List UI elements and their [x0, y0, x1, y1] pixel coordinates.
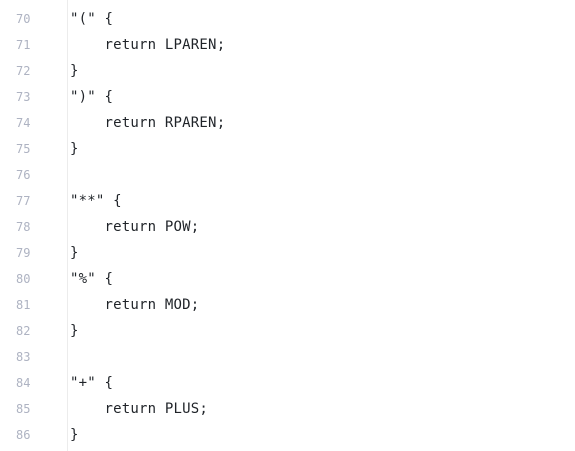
code-text-area[interactable]: "(" { return LPAREN; } ")" { return RPAR… — [70, 6, 575, 451]
line-number: 78 — [16, 220, 31, 234]
gutter-divider — [67, 0, 68, 451]
line-number: 82 — [16, 324, 31, 338]
line-number: 73 — [16, 90, 31, 104]
code-line[interactable]: } — [70, 141, 79, 157]
line-number: 72 — [16, 64, 31, 78]
line-number: 79 — [16, 246, 31, 260]
code-line[interactable]: } — [70, 245, 79, 261]
line-number: 75 — [16, 142, 31, 156]
line-number: 81 — [16, 298, 31, 312]
line-number: 70 — [16, 12, 31, 26]
line-number: 71 — [16, 38, 31, 52]
code-line[interactable]: return PLUS; — [70, 401, 209, 417]
code-line[interactable]: } — [70, 323, 79, 339]
line-number: 77 — [16, 194, 31, 208]
code-line[interactable]: "**" { — [70, 193, 122, 209]
line-number: 76 — [16, 168, 31, 182]
line-number: 83 — [16, 350, 31, 364]
code-line[interactable]: return POW; — [70, 219, 200, 235]
code-line[interactable]: "%" { — [70, 271, 114, 287]
code-line[interactable]: return LPAREN; — [70, 37, 226, 53]
line-number-gutter: 70 71 72 73 74 75 76 77 78 79 80 81 82 8… — [0, 6, 58, 451]
code-line[interactable] — [70, 162, 575, 188]
line-number: 80 — [16, 272, 31, 286]
code-line[interactable]: ")" { — [70, 89, 114, 105]
code-line[interactable]: } — [70, 63, 79, 79]
code-line[interactable]: } — [70, 427, 79, 443]
line-number: 84 — [16, 376, 31, 390]
code-line[interactable]: return MOD; — [70, 297, 200, 313]
line-number: 85 — [16, 402, 31, 416]
code-line[interactable] — [70, 344, 575, 370]
code-line[interactable]: "(" { — [70, 11, 114, 27]
code-line[interactable]: "+" { — [70, 375, 114, 391]
line-number: 86 — [16, 428, 31, 442]
line-number: 74 — [16, 116, 31, 130]
code-line[interactable]: return RPAREN; — [70, 115, 226, 131]
